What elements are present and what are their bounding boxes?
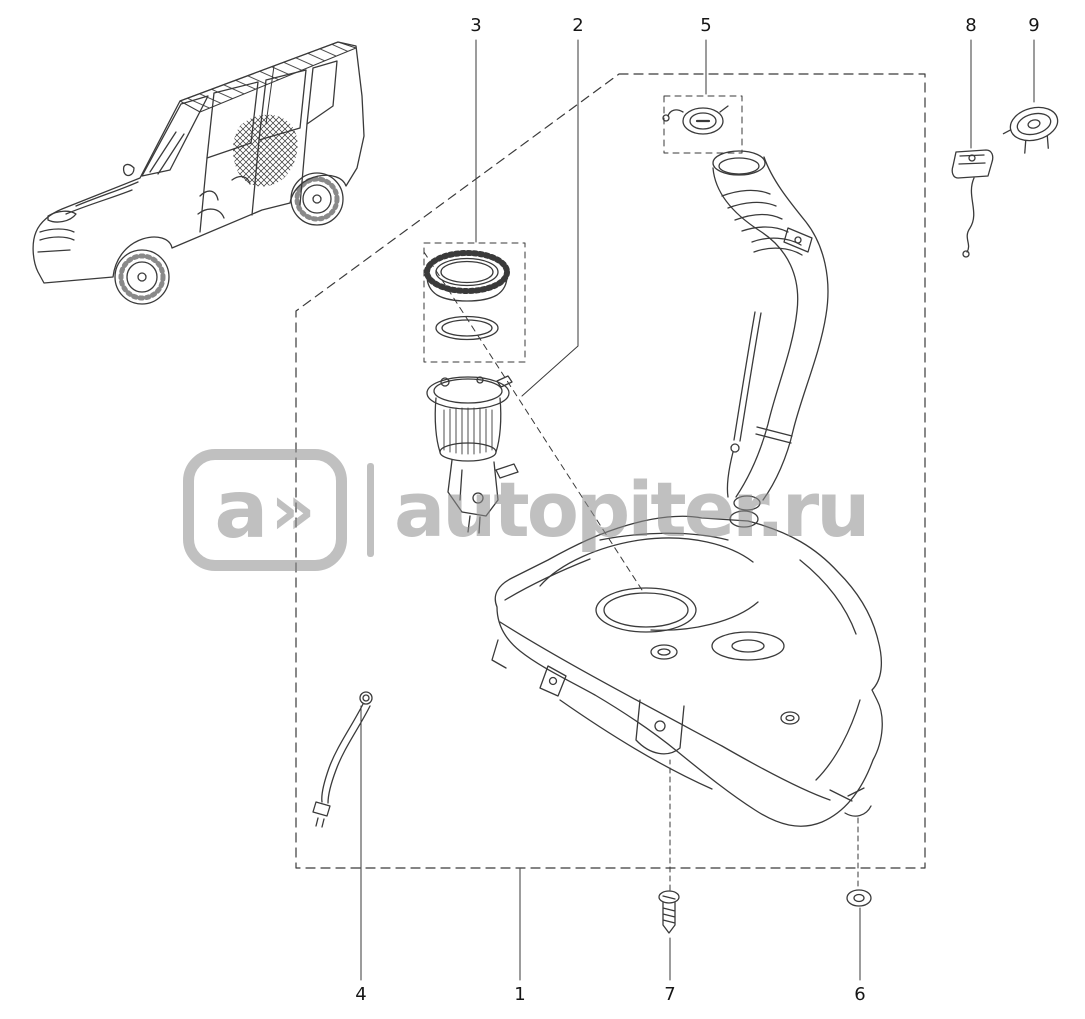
vehicle-interior-lines bbox=[197, 175, 251, 219]
tank-filler-inlet bbox=[729, 510, 759, 528]
vehicle-roof-hatch bbox=[179, 41, 357, 113]
fuel-tank bbox=[491, 510, 883, 827]
mounting-screw bbox=[658, 890, 680, 934]
tank-pump-opening bbox=[595, 587, 697, 633]
pipe-bracket bbox=[783, 227, 813, 253]
callout-label-9: 9 bbox=[1028, 15, 1040, 36]
fuel-pump-module bbox=[426, 375, 519, 534]
callout-label-5: 5 bbox=[700, 15, 712, 36]
callout-label-1: 1 bbox=[514, 984, 526, 1005]
leader-lines bbox=[360, 39, 1035, 981]
tank-front-bracket bbox=[635, 699, 685, 755]
vehicle-front-wheel bbox=[114, 249, 170, 305]
tank-location-scribble bbox=[232, 114, 298, 187]
part5-detail-box bbox=[663, 95, 743, 154]
vehicle-rear-wheel bbox=[290, 172, 344, 226]
part8-valve bbox=[951, 149, 994, 258]
tank-right-depression bbox=[711, 631, 785, 661]
part9-cap bbox=[1002, 106, 1059, 154]
callout-label-7: 7 bbox=[664, 984, 676, 1005]
vehicle-mirror bbox=[122, 163, 135, 177]
leader-lines-dashed bbox=[669, 759, 859, 891]
vehicle-hood-lines bbox=[65, 181, 139, 215]
vehicle-illustration bbox=[32, 41, 365, 305]
part3-detail-box bbox=[423, 242, 526, 363]
vent-hose bbox=[312, 691, 373, 828]
vehicle-windshield bbox=[141, 95, 209, 177]
callout-label-6: 6 bbox=[854, 984, 866, 1005]
vehicle-headlight bbox=[47, 210, 77, 223]
callout-label-4: 4 bbox=[355, 984, 367, 1005]
callout-label-2: 2 bbox=[572, 15, 584, 36]
tank-location-pointer bbox=[265, 65, 275, 125]
pipe-vent-tube bbox=[733, 311, 762, 442]
vehicle-grille bbox=[37, 228, 75, 253]
assembly-axis-line bbox=[423, 251, 643, 591]
filler-cap bbox=[662, 105, 729, 135]
locking-ring bbox=[424, 250, 510, 302]
callout-label-3: 3 bbox=[470, 15, 482, 36]
pipe-clamp bbox=[755, 426, 793, 444]
grommet bbox=[846, 889, 872, 907]
assembly-boundary-box bbox=[295, 73, 926, 869]
callout-label-8: 8 bbox=[965, 15, 977, 36]
seal-ring bbox=[435, 315, 499, 341]
filler-pipe bbox=[712, 150, 829, 511]
